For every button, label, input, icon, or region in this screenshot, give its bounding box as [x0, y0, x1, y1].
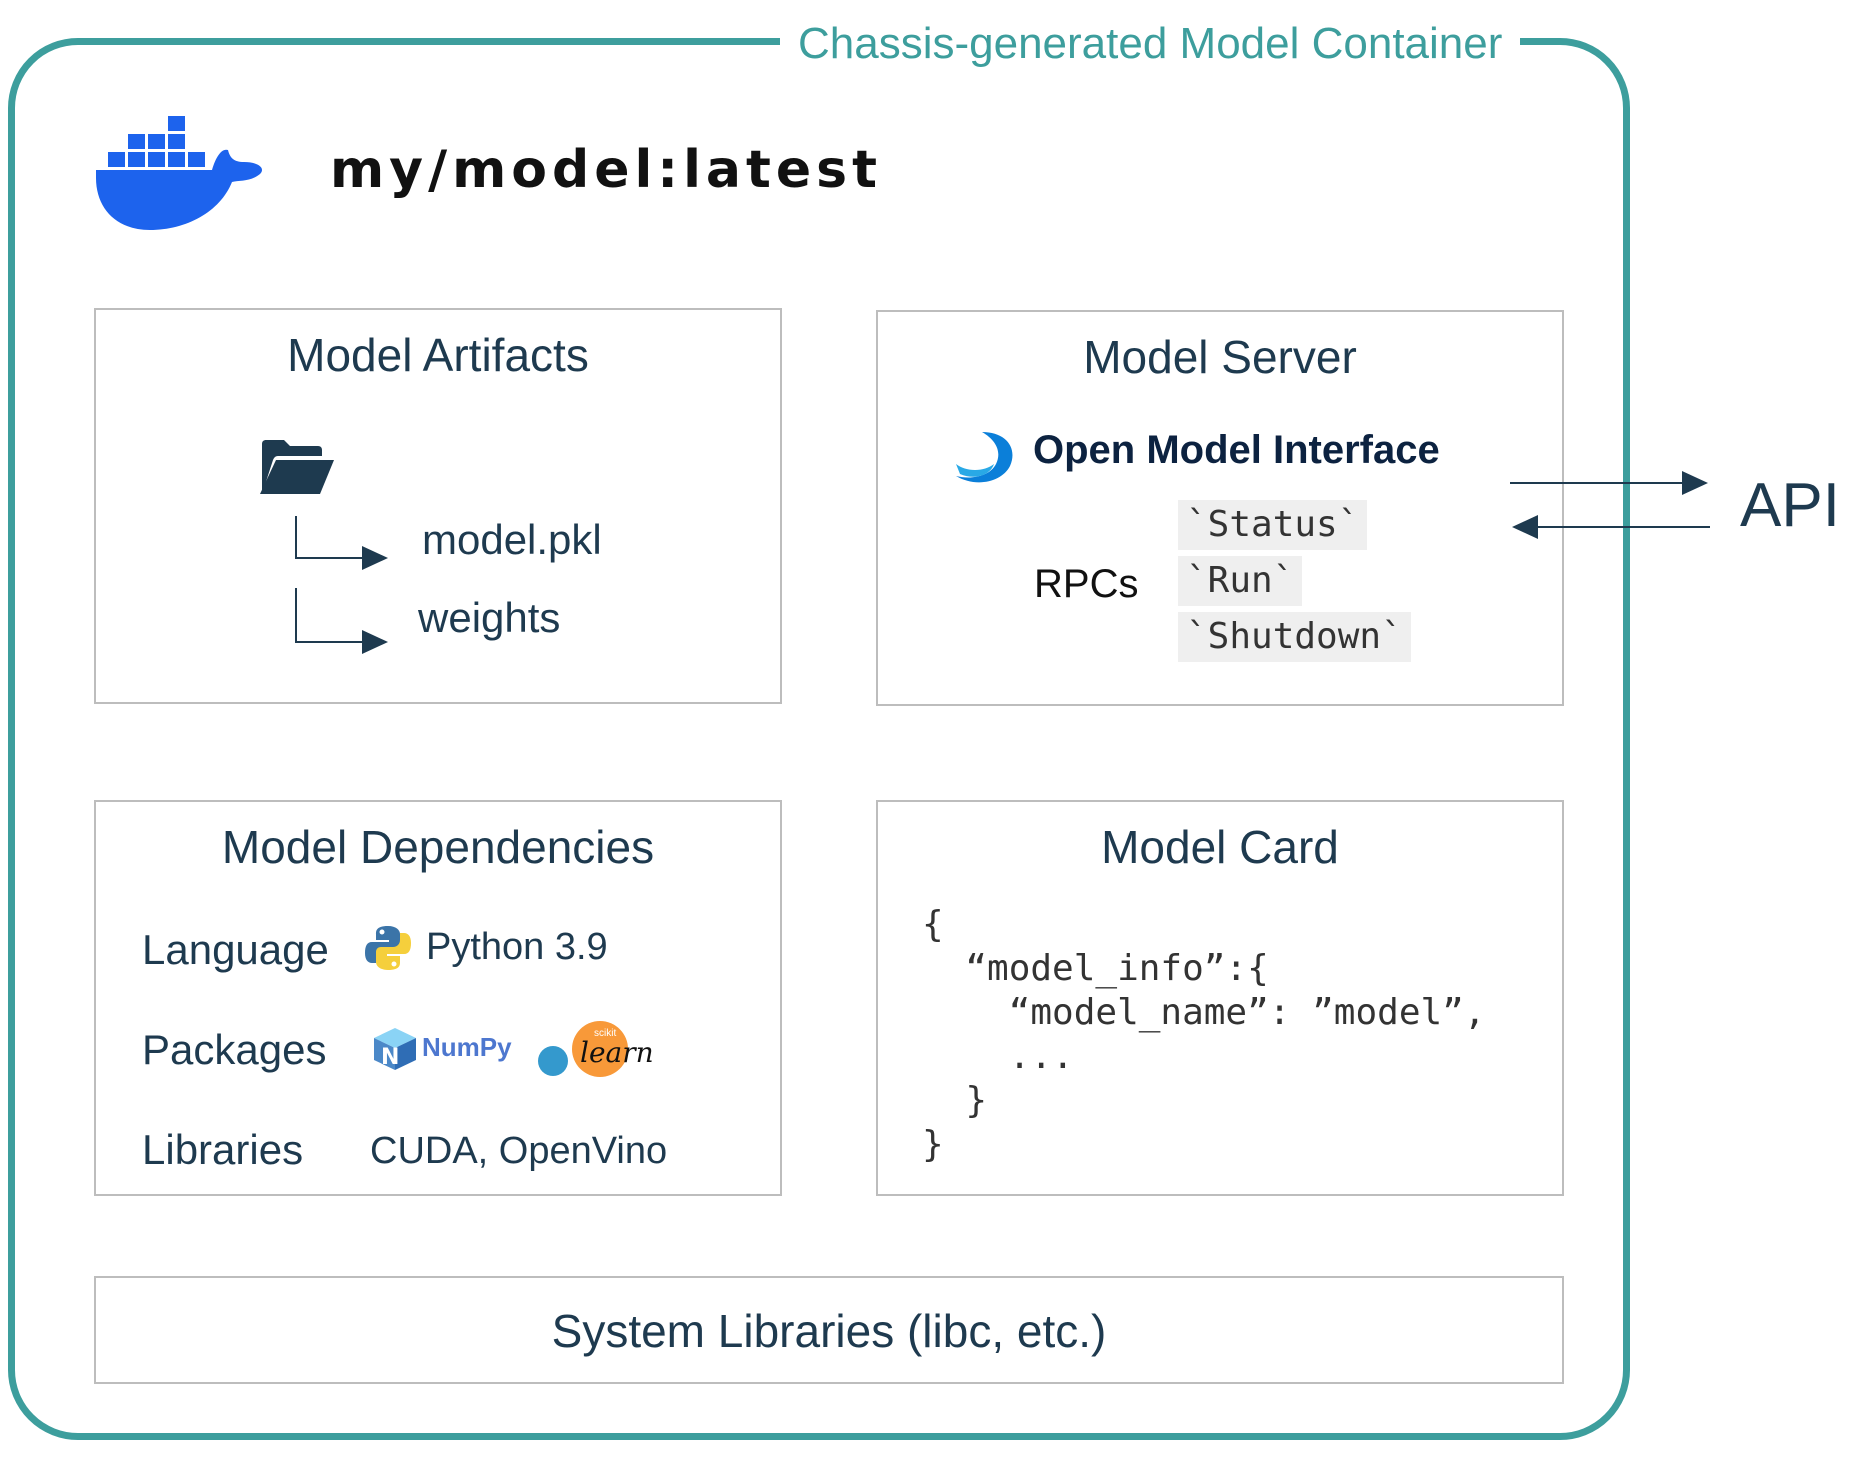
libraries-label: Libraries — [142, 1126, 304, 1173]
model-card-title: Model Card — [1101, 821, 1339, 873]
rpc-status: `Status` — [1178, 500, 1368, 550]
libraries-value: CUDA, OpenVino — [370, 1130, 668, 1172]
api-label: API — [1740, 471, 1840, 540]
rpcs-label: RPCs — [1034, 562, 1139, 606]
omi-logo-icon — [956, 432, 1013, 483]
model-dependencies-box: Model Dependencies Language Python 3.9 P… — [94, 800, 782, 1196]
model-server-box: Model Server Open Model Interface RPCs `… — [876, 310, 1564, 706]
rpc-shutdown: `Shutdown` — [1178, 612, 1411, 662]
card-line: “model_name”: ”model”, — [922, 992, 1486, 1033]
svg-text:N: N — [381, 1045, 399, 1070]
scikit-learn-logo-text: learn — [580, 1036, 654, 1069]
file-weights: weights — [418, 594, 561, 641]
docker-whale-icon — [96, 116, 263, 230]
api-response-arrow — [1512, 515, 1710, 539]
tree-arrow-model-pkl — [295, 516, 388, 570]
file-model-pkl: model.pkl — [422, 516, 602, 563]
container-title: Chassis-generated Model Container — [780, 14, 1521, 74]
card-line: } — [922, 1080, 988, 1121]
api-request-arrow — [1510, 471, 1708, 495]
model-card-box: Model Card { “model_info”:{ “model_name”… — [876, 800, 1564, 1196]
image-tag: my/model:latest — [330, 140, 882, 200]
model-artifacts-box: Model Artifacts model.pkl weights — [94, 308, 782, 704]
folder-open-icon — [260, 440, 334, 494]
numpy-icon: N — [374, 1028, 416, 1070]
card-line: { — [922, 904, 944, 945]
python-icon — [365, 926, 411, 970]
system-libraries-label: System Libraries (libc, etc.) — [551, 1305, 1107, 1357]
model-dependencies-title: Model Dependencies — [221, 821, 655, 873]
card-line: } — [922, 1124, 944, 1165]
model-container-frame — [8, 38, 1630, 1440]
scikit-learn-icon — [538, 1021, 628, 1077]
model-server-title: Model Server — [1083, 331, 1357, 383]
rpc-run: `Run` — [1178, 556, 1303, 606]
packages-label: Packages — [142, 1026, 327, 1073]
omi-logo-text: Open Model Interface — [1033, 428, 1440, 472]
card-line: ... — [922, 1036, 1074, 1077]
tree-arrow-weights — [295, 588, 388, 654]
card-line: “model_info”:{ — [922, 948, 1269, 989]
scikit-small-text: scikit — [594, 1028, 617, 1039]
model-artifacts-title: Model Artifacts — [287, 329, 589, 381]
system-libraries-box: System Libraries (libc, etc.) — [94, 1276, 1564, 1384]
numpy-logo-text: NumPy — [422, 1032, 512, 1062]
language-value: Python 3.9 — [426, 926, 608, 968]
language-label: Language — [142, 926, 329, 973]
